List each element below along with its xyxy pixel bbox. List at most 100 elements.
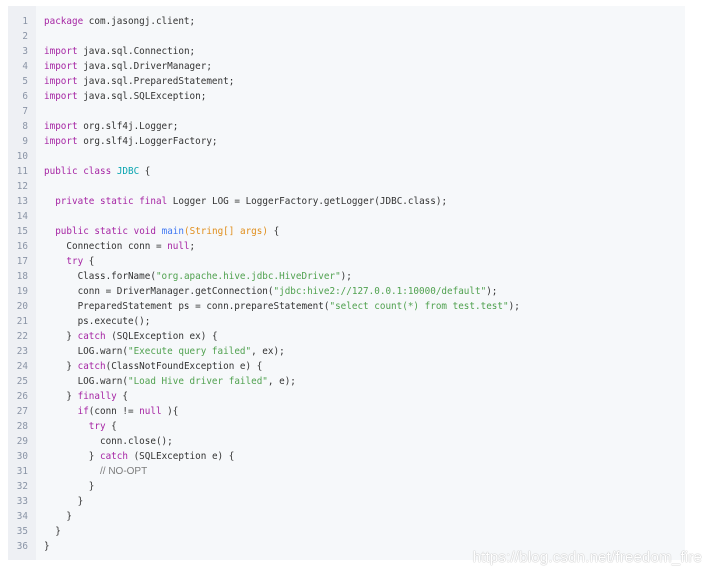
code-token: ; [189, 241, 196, 252]
keyword-token: catch [77, 331, 106, 342]
code-text: PreparedStatement ps = conn.prepareState… [44, 299, 520, 314]
code-text: import org.slf4j.LoggerFactory; [44, 134, 218, 149]
code-text: LOG.warn("Load Hive driver failed", e); [44, 374, 296, 389]
code-text: } [44, 539, 50, 554]
code-token [44, 421, 89, 432]
line-number: 9 [22, 136, 28, 147]
line-number: 31 [16, 466, 28, 477]
line-number: 6 [22, 91, 28, 102]
line-number: 33 [16, 496, 28, 507]
string-token: "Load Hive driver failed" [127, 376, 268, 387]
keyword-token: public [55, 226, 89, 237]
code-text: private static final Logger LOG = Logger… [44, 194, 447, 209]
line-number: 16 [16, 241, 28, 252]
code-token: (ClassNotFoundException e) { [105, 361, 263, 372]
code-token: java.sql.Connection; [77, 46, 196, 57]
code-token: ); [486, 286, 498, 297]
code-text: } catch(ClassNotFoundException e) { [44, 359, 262, 374]
keyword-token: null [139, 406, 162, 417]
keyword-token: import [44, 121, 78, 132]
line-number: 2 [22, 31, 28, 42]
code-text: } [44, 509, 72, 524]
keyword-token: try [88, 421, 106, 432]
keyword-token: static [100, 196, 134, 207]
line-number: 32 [16, 481, 28, 492]
class-token: JDBC [116, 166, 140, 177]
keyword-token: import [44, 76, 78, 87]
keyword-token: final [139, 196, 168, 207]
code-token: (conn != [88, 406, 140, 417]
code-token: , ex); [251, 346, 285, 357]
code-token: { [139, 166, 151, 177]
keyword-token: finally [77, 391, 117, 402]
code-text: import org.slf4j.Logger; [44, 119, 178, 134]
string-token: "Execute query failed" [127, 346, 252, 357]
line-number: 36 [16, 541, 28, 552]
code-token [44, 406, 78, 417]
code-text: } catch (SQLException e) { [44, 449, 235, 464]
code-token [44, 196, 55, 207]
code-text: conn = DriverManager.getConnection("jdbc… [44, 284, 498, 299]
line-number: 30 [16, 451, 28, 462]
line-number: 4 [22, 61, 28, 72]
line-number: 24 [16, 361, 28, 372]
line-number: 1 [22, 16, 28, 27]
code-token: } [44, 541, 50, 552]
code-token [44, 256, 66, 267]
code-token: } [44, 331, 78, 342]
line-number: 21 [16, 316, 28, 327]
code-token: , e); [267, 376, 296, 387]
code-token: } [44, 511, 72, 522]
code-token: (SQLException ex) { [105, 331, 218, 342]
line-number-gutter [8, 6, 36, 560]
code-token: } [44, 361, 78, 372]
keyword-token: void [133, 226, 156, 237]
line-number: 17 [16, 256, 28, 267]
line-number: 35 [16, 526, 28, 537]
string-token: "select count(*) from test.test" [329, 301, 509, 312]
code-text: try { [44, 419, 117, 434]
keyword-token: try [66, 256, 84, 267]
code-text: } [44, 524, 61, 539]
keyword-token: public [44, 166, 78, 177]
code-token: java.sql.PreparedStatement; [77, 76, 235, 87]
code-token: { [83, 256, 95, 267]
code-text: ps.execute(); [44, 314, 151, 329]
keyword-token: private [55, 196, 95, 207]
line-number: 29 [16, 436, 28, 447]
line-number: 34 [16, 511, 28, 522]
code-text: import java.sql.DriverManager; [44, 59, 212, 74]
keyword-token: package [44, 16, 84, 27]
params-token: (String[] args) [184, 226, 268, 237]
line-number: 7 [22, 106, 28, 117]
line-number: 23 [16, 346, 28, 357]
code-token: java.sql.DriverManager; [77, 61, 212, 72]
code-token [44, 226, 55, 237]
code-token: PreparedStatement ps = conn.prepareState… [44, 301, 330, 312]
line-number: 12 [16, 181, 28, 192]
code-token: } [44, 526, 61, 537]
keyword-token: if [77, 406, 89, 417]
line-number: 25 [16, 376, 28, 387]
code-text: public class JDBC { [44, 164, 150, 179]
code-token: } [44, 496, 84, 507]
keyword-token: import [44, 91, 78, 102]
code-text: } [44, 479, 95, 494]
watermark: https://blog.csdn.net/freedom_fire [472, 549, 702, 566]
code-token: ){ [161, 406, 179, 417]
code-token: } [44, 481, 95, 492]
code-token: Class.forName( [44, 271, 156, 282]
code-token: org.slf4j.Logger; [77, 121, 179, 132]
line-number: 5 [22, 76, 28, 87]
code-text: import java.sql.SQLException; [44, 89, 206, 104]
string-token: "jdbc:hive2://127.0.0.1:10000/default" [273, 286, 487, 297]
code-token: org.slf4j.LoggerFactory; [77, 136, 218, 147]
code-token: conn.close(); [44, 436, 173, 447]
keyword-token: class [83, 166, 112, 177]
code-token: java.sql.SQLException; [77, 91, 207, 102]
line-number: 14 [16, 211, 28, 222]
line-number: 20 [16, 301, 28, 312]
code-text: try { [44, 254, 94, 269]
code-token: ); [340, 271, 352, 282]
